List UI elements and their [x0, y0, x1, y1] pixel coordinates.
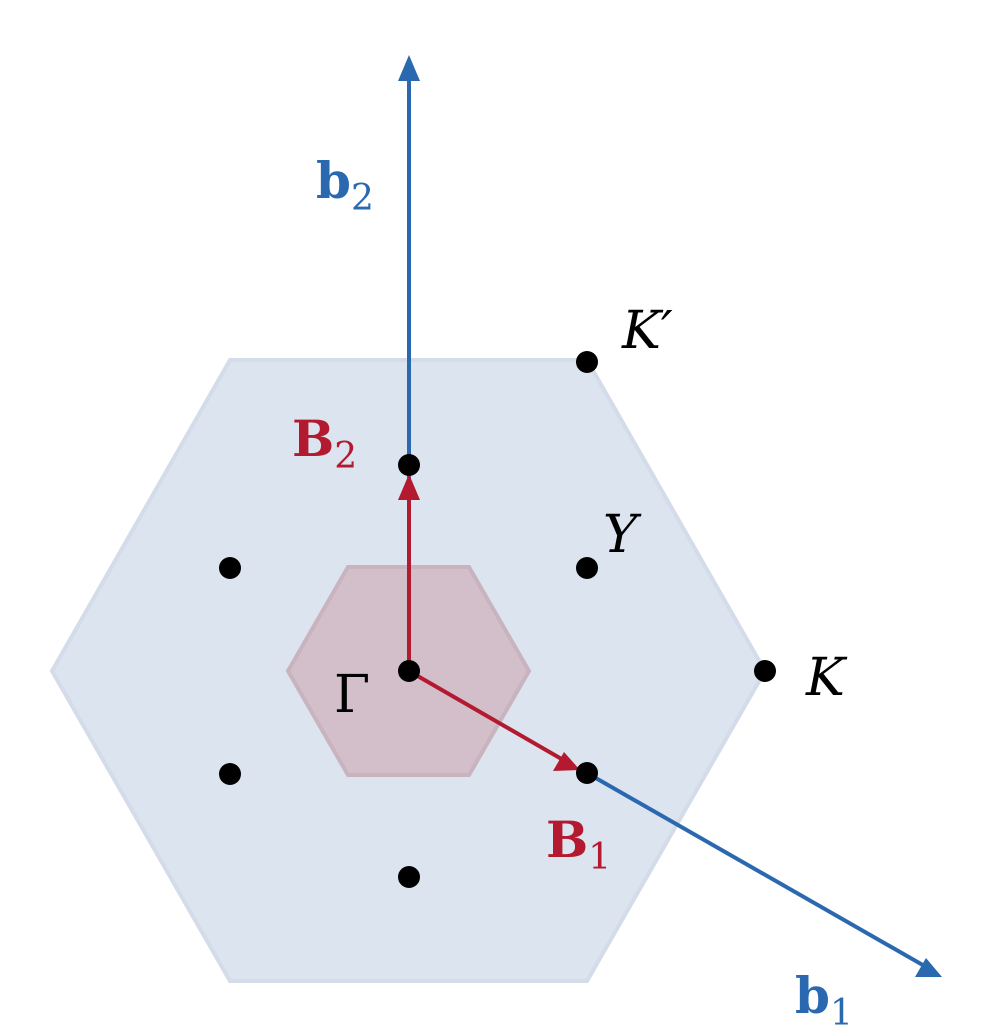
point-Y: [576, 557, 598, 579]
label-B1: B1: [546, 810, 611, 878]
label-Kprime: K′: [621, 301, 673, 361]
label-gamma: Γ: [334, 665, 370, 725]
label-b2: b2: [316, 151, 374, 219]
vector-b2-arrowhead: [398, 55, 420, 81]
point-left-upper: [219, 557, 241, 579]
vector-B1-arrowhead: [553, 752, 580, 771]
vector-b1-arrowhead: [915, 958, 942, 977]
label-B2: B2: [292, 409, 357, 477]
vector-B1: [408, 669, 566, 763]
point-K: [754, 660, 776, 682]
point-Kprime: [576, 351, 598, 373]
point-B1-tip: [576, 762, 598, 784]
label-Y: Y: [603, 505, 642, 565]
vector-B2-arrowhead: [398, 474, 420, 500]
point-left-lower: [219, 763, 241, 785]
vector-b1: [586, 771, 929, 970]
label-K: K: [805, 648, 848, 708]
point-gamma: [398, 660, 420, 682]
point-bottom: [398, 866, 420, 888]
label-b1: b1: [795, 966, 853, 1034]
point-B2-tip: [398, 454, 420, 476]
